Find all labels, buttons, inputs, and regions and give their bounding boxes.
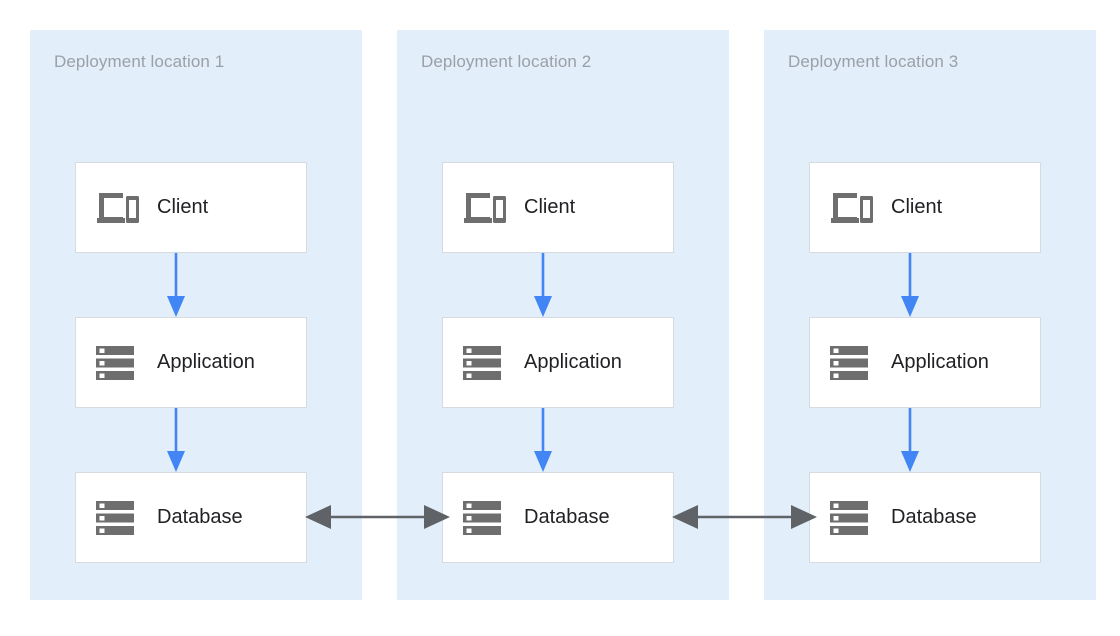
flow-arrow-application-to-database-1	[30, 408, 362, 472]
panel-title-3: Deployment location 3	[788, 52, 959, 71]
client-devices-icon	[95, 189, 139, 227]
node-database-2[interactable]: Database	[442, 472, 674, 563]
flow-arrow-client-to-application-2	[397, 253, 729, 317]
server-stack-icon	[462, 344, 506, 382]
node-application-2[interactable]: Application	[442, 317, 674, 408]
server-stack-icon	[829, 499, 873, 537]
node-label-application-2: Application	[524, 351, 622, 373]
node-application-1[interactable]: Application	[75, 317, 307, 408]
node-label-application-3: Application	[891, 351, 989, 373]
panel-title-2: Deployment location 2	[421, 52, 592, 71]
node-label-client-3: Client	[891, 196, 943, 218]
client-devices-icon	[462, 189, 506, 227]
deployment-location-panel-3: Deployment location 3 Client	[764, 30, 1096, 600]
server-stack-icon	[462, 499, 506, 537]
flow-arrow-client-to-application-3	[764, 253, 1096, 317]
node-client-1[interactable]: Client	[75, 162, 307, 253]
flow-arrow-application-to-database-2	[397, 408, 729, 472]
flow-arrow-client-to-application-1	[30, 253, 362, 317]
node-database-3[interactable]: Database	[809, 472, 1041, 563]
node-label-database-3: Database	[891, 506, 977, 528]
node-client-3[interactable]: Client	[809, 162, 1041, 253]
server-stack-icon	[95, 499, 139, 537]
flow-arrow-application-to-database-3	[764, 408, 1096, 472]
server-stack-icon	[829, 344, 873, 382]
deployment-location-panel-2: Deployment location 2 Client	[397, 30, 729, 600]
server-stack-icon	[95, 344, 139, 382]
node-client-2[interactable]: Client	[442, 162, 674, 253]
node-label-application-1: Application	[157, 351, 255, 373]
node-label-database-2: Database	[524, 506, 610, 528]
deployment-location-panel-1: Deployment location 1 Client	[30, 30, 362, 600]
node-database-1[interactable]: Database	[75, 472, 307, 563]
node-label-database-1: Database	[157, 506, 243, 528]
client-devices-icon	[829, 189, 873, 227]
node-label-client-1: Client	[157, 196, 209, 218]
panel-title-1: Deployment location 1	[54, 52, 225, 71]
node-application-3[interactable]: Application	[809, 317, 1041, 408]
node-label-client-2: Client	[524, 196, 576, 218]
